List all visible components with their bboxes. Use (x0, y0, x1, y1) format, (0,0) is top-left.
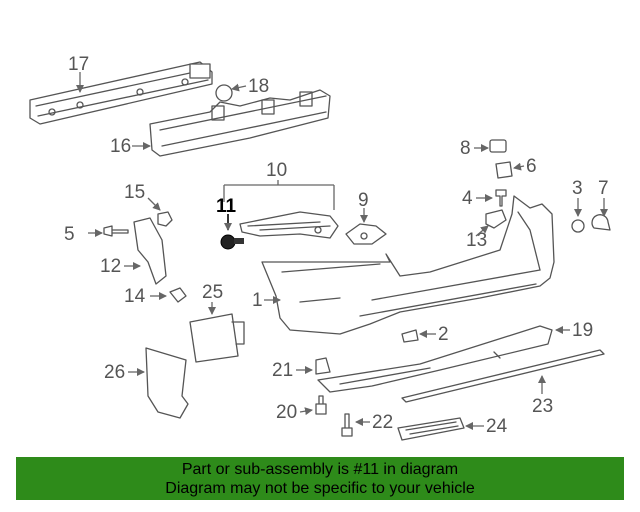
callout-9: 9 (358, 190, 369, 211)
part-13-bolt (103, 225, 129, 237)
callout-12: 12 (100, 256, 121, 277)
part-4-bolt (495, 189, 507, 207)
part-8-block (489, 139, 507, 153)
part-11-fastener-highlighted (220, 234, 244, 250)
callout-13: 5 (64, 224, 75, 245)
callout-17: 17 (68, 54, 89, 75)
part-21-clip (315, 357, 331, 375)
callout-18: 18 (248, 76, 269, 97)
part-7-cap (591, 214, 611, 231)
callout-26: 26 (104, 362, 125, 383)
part-1-bumper-cover (261, 195, 555, 335)
part-9-retainer (345, 223, 387, 245)
callout-15: 15 (124, 182, 145, 203)
callout-20: 20 (276, 402, 297, 423)
callout-11: 11 (216, 196, 237, 217)
part-18-clip (215, 84, 233, 102)
callout-6: 6 (526, 156, 537, 177)
part-2-clip (401, 329, 419, 343)
callout-8: 8 (460, 138, 471, 159)
banner-line-1: Part or sub-assembly is #11 in diagram (181, 461, 459, 478)
banner-line-2: Diagram may not be specific to your vehi… (165, 480, 475, 497)
part-14-screw (169, 287, 187, 303)
callout-22: 22 (372, 412, 393, 433)
callout-1: 1 (252, 290, 263, 311)
part-15-nut (157, 211, 173, 227)
part-12-bracket (133, 217, 167, 285)
callout-3: 3 (572, 178, 583, 199)
part-26-bracket (145, 347, 189, 419)
part-24-reflector (397, 417, 465, 441)
callout-14: 14 (124, 286, 146, 307)
callout-24: 24 (486, 416, 508, 437)
vehicle-fit-banner: Part or sub-assembly is #11 in diagram D… (16, 457, 624, 500)
part-19-diffuser (317, 325, 553, 393)
part-6-nut (495, 161, 513, 179)
part-10-bracket (239, 211, 339, 239)
callout-4: 4 (462, 188, 473, 209)
callout-19: 19 (572, 320, 593, 341)
part-5-bracket (485, 209, 507, 229)
callout-5: 13 (466, 230, 487, 251)
callout-25: 25 (202, 282, 223, 303)
callout-10: 10 (266, 160, 287, 181)
part-25-sensor-module (189, 313, 245, 363)
callout-7: 7 (598, 178, 609, 199)
callout-23: 23 (532, 396, 553, 417)
part-22-screw (341, 413, 353, 437)
part-3-screw (571, 219, 585, 233)
parts-diagram: 17 18 16 10 11 9 8 6 4 13 (29, 54, 611, 441)
callout-21: 21 (272, 360, 293, 381)
callout-2: 2 (438, 324, 449, 345)
part-23-molding (401, 349, 605, 403)
part-20-bolt (315, 395, 327, 415)
callout-16: 16 (110, 136, 131, 157)
part-17-reinforcement (29, 61, 213, 125)
part-16-absorber (149, 89, 331, 157)
